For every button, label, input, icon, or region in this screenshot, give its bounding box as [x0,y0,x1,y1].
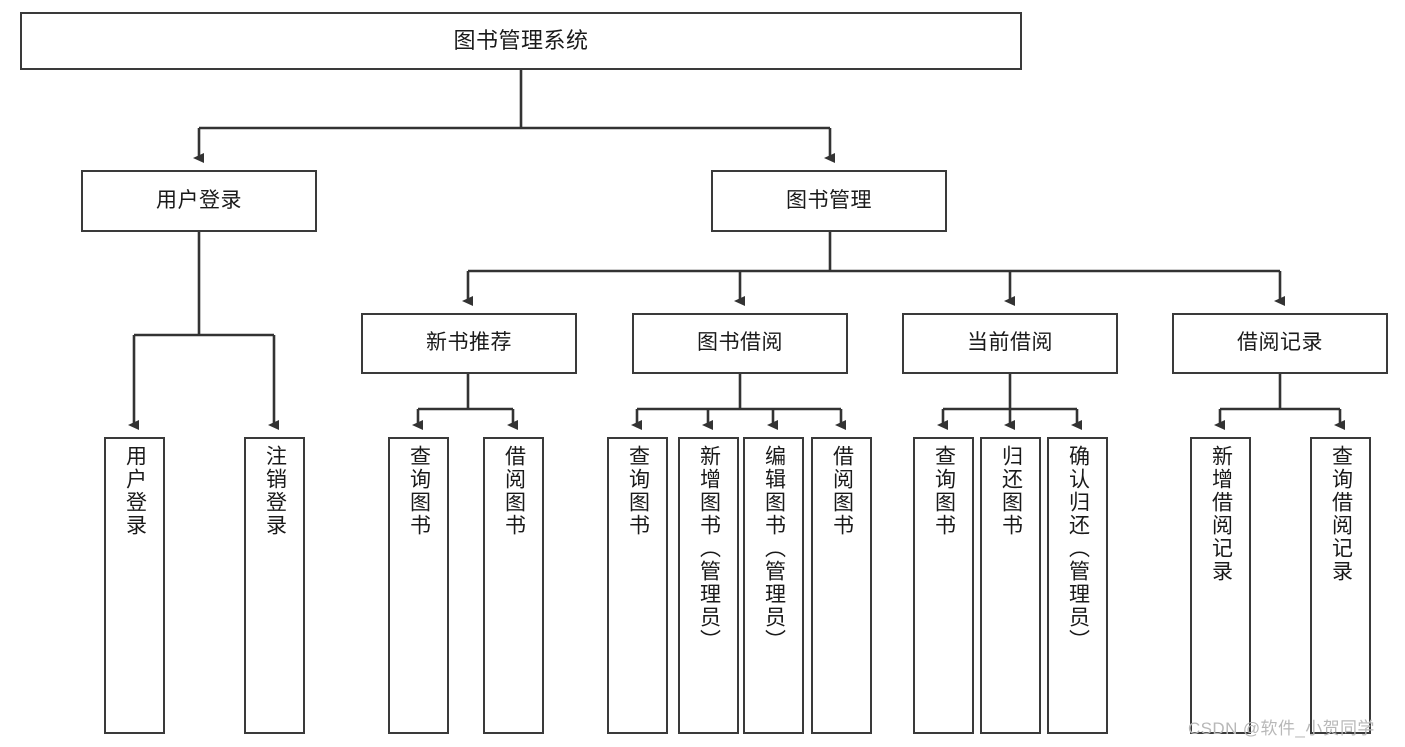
watermark-text: CSDN @软件_小贺同学 [1188,719,1375,738]
node-label: 新书推荐 [426,331,512,355]
leaf-current-borrow-query[interactable]: 查询图书 [913,437,974,734]
node-label: 编辑图书（管理员） [762,445,786,652]
node-label: 图书管理系统 [453,28,589,54]
node-label: 图书管理 [786,188,872,212]
node-label: 查询图书 [407,445,431,537]
node-label: 查询图书 [932,445,956,537]
leaf-current-borrow-confirm-return[interactable]: 确认归还（管理员） [1047,437,1108,734]
node-label: 借阅图书 [830,445,854,537]
node-label: 借阅图书 [502,445,526,537]
leaf-new-books-query[interactable]: 查询图书 [388,437,449,734]
leaf-book-borrow-borrow[interactable]: 借阅图书 [811,437,872,734]
leaf-book-borrow-edit[interactable]: 编辑图书（管理员） [743,437,804,734]
leaf-book-borrow-add[interactable]: 新增图书（管理员） [678,437,739,734]
node-user-login[interactable]: 用户登录 [81,170,317,232]
node-label: 用户登录 [156,188,242,212]
node-book-borrow[interactable]: 图书借阅 [632,313,848,374]
leaf-borrow-record-query[interactable]: 查询借阅记录 [1310,437,1371,734]
node-label: 归还图书 [999,445,1023,537]
node-label: 新增图书（管理员） [697,445,721,652]
node-book-management[interactable]: 图书管理 [711,170,947,232]
leaf-current-borrow-return[interactable]: 归还图书 [980,437,1041,734]
node-borrow-record[interactable]: 借阅记录 [1172,313,1388,374]
leaf-user-login-logout[interactable]: 注销登录 [244,437,305,734]
node-label: 注销登录 [263,445,287,537]
node-label: 查询借阅记录 [1329,445,1353,583]
leaf-user-login-login[interactable]: 用户登录 [104,437,165,734]
node-root-system[interactable]: 图书管理系统 [20,12,1022,70]
leaf-borrow-record-add[interactable]: 新增借阅记录 [1190,437,1251,734]
node-label: 图书借阅 [697,331,783,355]
node-current-borrow[interactable]: 当前借阅 [902,313,1118,374]
node-label: 当前借阅 [967,331,1053,355]
leaf-new-books-borrow[interactable]: 借阅图书 [483,437,544,734]
node-label: 借阅记录 [1237,331,1323,355]
node-label: 查询图书 [626,445,650,537]
node-label: 新增借阅记录 [1209,445,1233,583]
node-label: 确认归还（管理员） [1066,445,1090,652]
leaf-book-borrow-query[interactable]: 查询图书 [607,437,668,734]
node-new-book-recommend[interactable]: 新书推荐 [361,313,577,374]
node-label: 用户登录 [123,445,147,537]
